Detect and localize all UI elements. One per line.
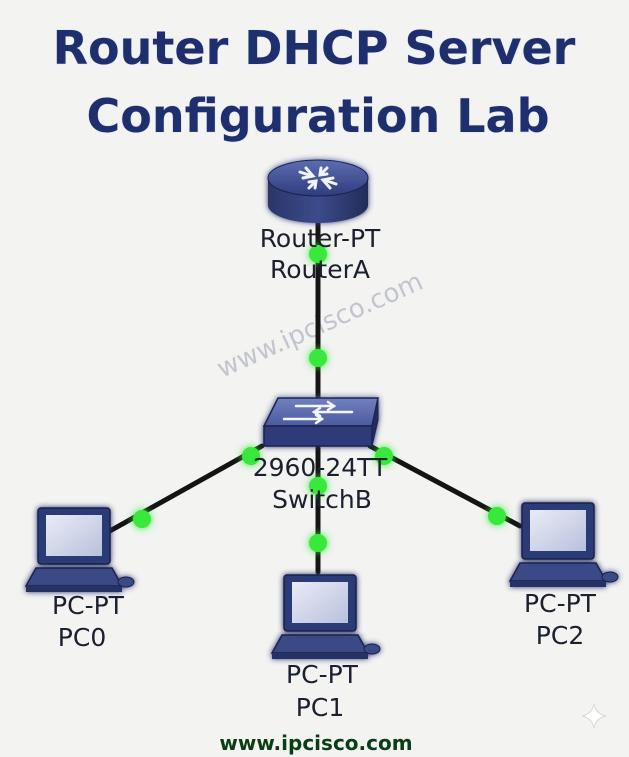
switch-icon[interactable] — [262, 397, 379, 447]
port-dot-switch-uplink — [309, 349, 327, 367]
sparkle-icon — [581, 703, 607, 729]
switch-name-label: SwitchB — [272, 485, 372, 514]
pc1-name-label: PC1 — [296, 693, 344, 722]
title-line-1: Router DHCP Server — [53, 21, 576, 75]
port-dot-router — [309, 245, 327, 263]
pc2-icon[interactable] — [508, 502, 619, 587]
switch-model-label: 2960-24TT — [253, 453, 388, 482]
pc0-icon[interactable] — [24, 507, 135, 592]
pc0-name-label: PC0 — [58, 623, 106, 652]
pc1-model-label: PC-PT — [286, 660, 359, 689]
footer-url[interactable]: www.ipcisco.com — [219, 731, 412, 755]
link-switch-pc0 — [105, 443, 265, 535]
port-dot-pc0 — [133, 510, 151, 528]
pc1-icon[interactable] — [270, 574, 381, 659]
title-line-2: Configuration Lab — [86, 89, 549, 143]
port-dot-pc1 — [309, 534, 327, 552]
port-indicators — [133, 245, 506, 552]
port-dot-pc2 — [488, 507, 506, 525]
pc2-name-label: PC2 — [536, 621, 584, 650]
pc2-model-label: PC-PT — [524, 589, 597, 618]
router-name-label: RouterA — [270, 255, 370, 284]
port-dot-switch-pc1 — [309, 477, 327, 495]
pc0-model-label: PC-PT — [52, 591, 125, 620]
router-icon[interactable] — [267, 159, 369, 223]
port-dot-switch-pc2 — [375, 447, 393, 465]
router-model-label: Router-PT — [260, 224, 381, 253]
port-dot-switch-pc0 — [242, 447, 260, 465]
